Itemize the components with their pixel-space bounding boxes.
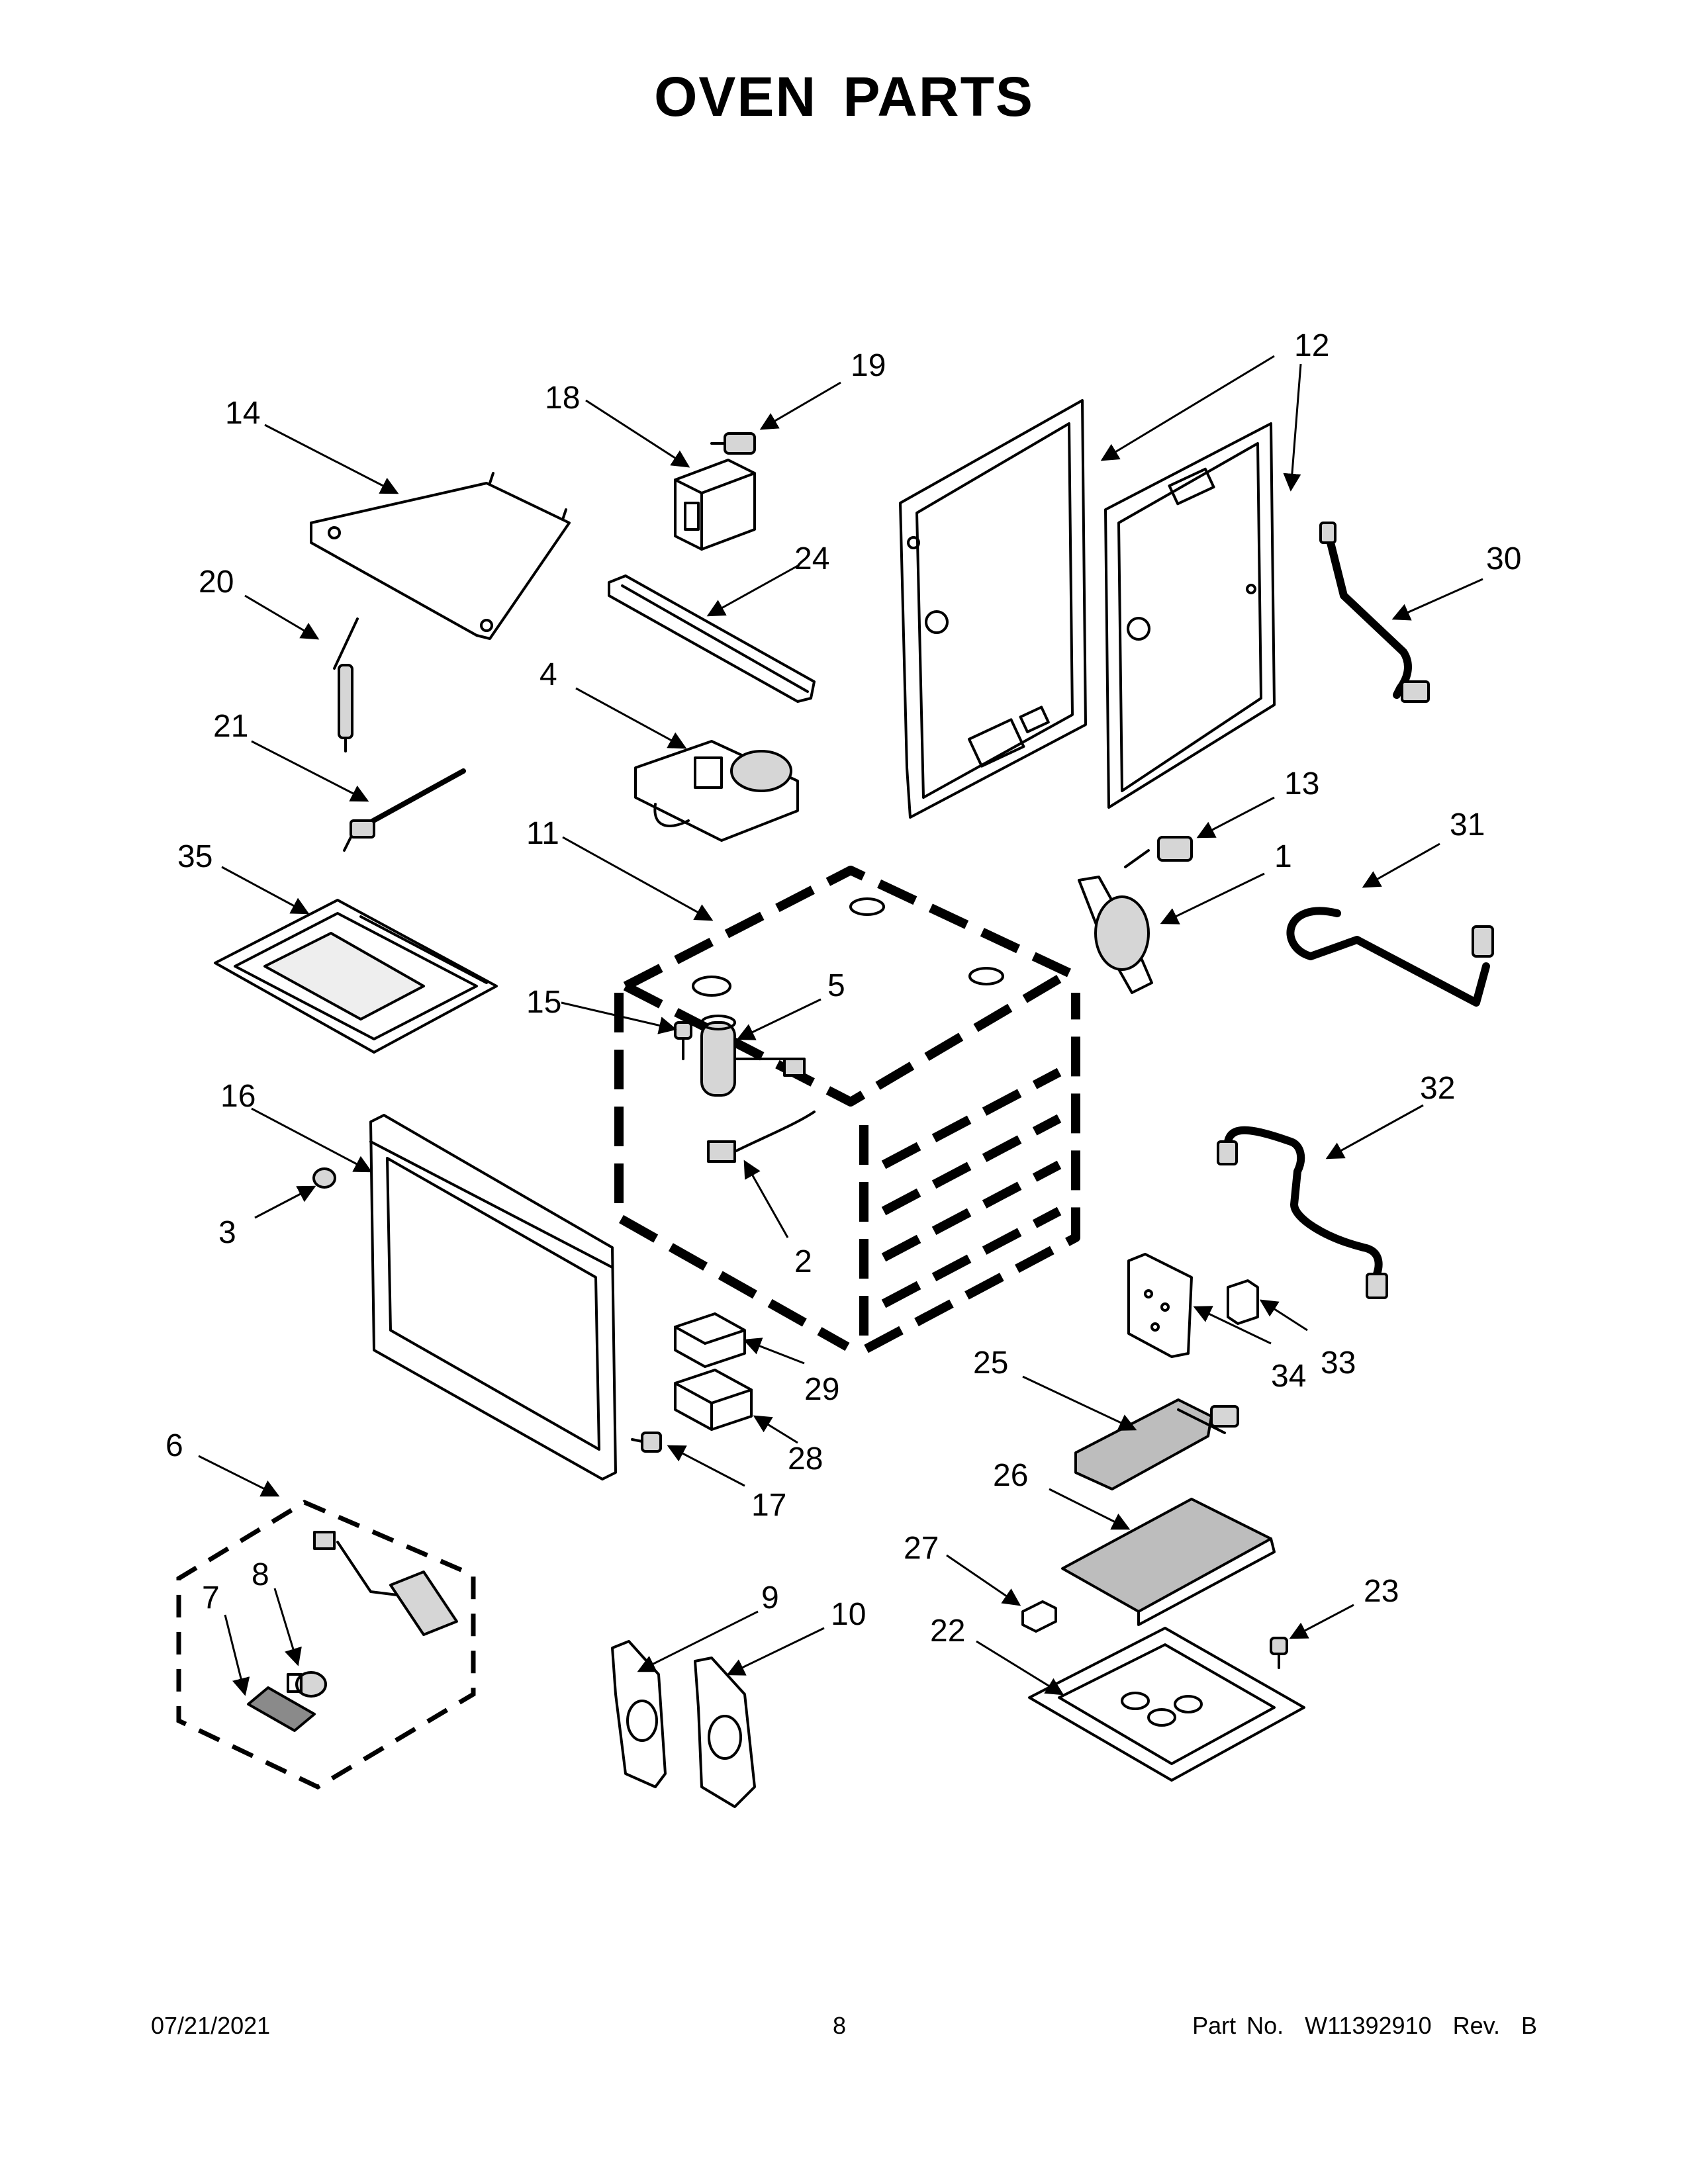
callout-22: 22	[930, 1614, 965, 1649]
callout-19: 19	[851, 348, 886, 383]
part-4-assembly	[634, 740, 799, 842]
part-29-box	[674, 1312, 746, 1368]
callout-13: 13	[1284, 766, 1319, 801]
footer-part-number: Part No. W11392910 Rev. B	[1192, 2012, 1537, 2039]
callout-17: 17	[751, 1488, 786, 1523]
callout-5: 5	[827, 968, 845, 1003]
footer-page-number: 8	[833, 2012, 847, 2039]
callout-10: 10	[831, 1597, 866, 1632]
part-16-front-frame	[369, 1114, 617, 1480]
part-22-tray	[1028, 1627, 1305, 1782]
part-32-pipe	[1217, 1126, 1388, 1299]
callout-20: 20	[199, 565, 234, 600]
callout-35: 35	[177, 839, 212, 874]
page-title: OVEN PARTS	[654, 66, 1034, 128]
part-11-oven-cavity	[614, 866, 1080, 1355]
callout-14: 14	[225, 396, 260, 431]
part-31-bent-tube	[1286, 907, 1494, 1007]
callout-24: 24	[794, 541, 829, 576]
callout-27: 27	[904, 1531, 939, 1566]
part-27-clip	[1021, 1600, 1057, 1633]
callout-7: 7	[202, 1580, 220, 1615]
callout-12: 12	[1294, 328, 1329, 363]
part-2-bracket	[707, 1111, 816, 1163]
part-7-lens	[247, 1686, 316, 1732]
callout-labels: 14 18 19 12 24 30 20 4 21 13 1 31 35 11 …	[165, 328, 1521, 1649]
callout-8: 8	[252, 1557, 269, 1592]
callout-1: 1	[1274, 839, 1292, 874]
part-28-block	[674, 1369, 753, 1431]
part-35-tray	[214, 899, 498, 1054]
part-30-gas-tube	[1319, 522, 1430, 703]
callout-25: 25	[973, 1345, 1008, 1381]
part-17-screw	[631, 1432, 662, 1453]
callout-34: 34	[1271, 1359, 1306, 1394]
part-3-bumper	[312, 1167, 336, 1189]
part-33-bracket	[1227, 1279, 1259, 1325]
part-12-side-panels	[899, 399, 1276, 819]
callout-32: 32	[1420, 1071, 1455, 1106]
part-15-screw	[674, 1021, 692, 1060]
part-23-screw	[1270, 1637, 1288, 1669]
callout-3: 3	[218, 1215, 236, 1250]
callout-2: 2	[794, 1244, 812, 1279]
part-21-sensor	[343, 768, 466, 852]
callout-18: 18	[545, 381, 580, 416]
callout-4: 4	[539, 657, 557, 692]
callout-30: 30	[1486, 541, 1521, 576]
part-20-igniter	[333, 617, 359, 752]
callout-9: 9	[761, 1580, 779, 1615]
callout-31: 31	[1450, 807, 1485, 842]
part-19-screw	[710, 432, 756, 455]
part-14-shield	[310, 472, 571, 640]
part-18-bracket	[674, 459, 756, 551]
part-25-burner	[1074, 1398, 1239, 1490]
footer-date: 07/21/2021	[151, 2012, 271, 2039]
part-8-bulb	[287, 1671, 327, 1698]
part-5-cylinder	[700, 1015, 806, 1097]
part-6-light-kit-group	[176, 1500, 476, 1790]
leader-lines	[198, 355, 1483, 1696]
part-10-hinge	[694, 1657, 756, 1808]
part-13-screw	[1124, 836, 1193, 868]
callout-15: 15	[526, 985, 561, 1020]
callout-6: 6	[165, 1428, 183, 1463]
part-1-holder	[1078, 876, 1153, 994]
callout-26: 26	[993, 1458, 1028, 1493]
callout-29: 29	[804, 1372, 839, 1407]
part-34-plate	[1127, 1253, 1193, 1358]
callout-16: 16	[220, 1079, 256, 1114]
part-9-hinge	[611, 1640, 667, 1788]
callout-21: 21	[213, 709, 248, 744]
callout-28: 28	[788, 1441, 823, 1477]
callout-11: 11	[526, 816, 559, 851]
part-26-burner	[1061, 1498, 1276, 1626]
part-24-bracket	[608, 574, 816, 703]
callout-23: 23	[1364, 1574, 1399, 1609]
callout-33: 33	[1321, 1345, 1356, 1381]
